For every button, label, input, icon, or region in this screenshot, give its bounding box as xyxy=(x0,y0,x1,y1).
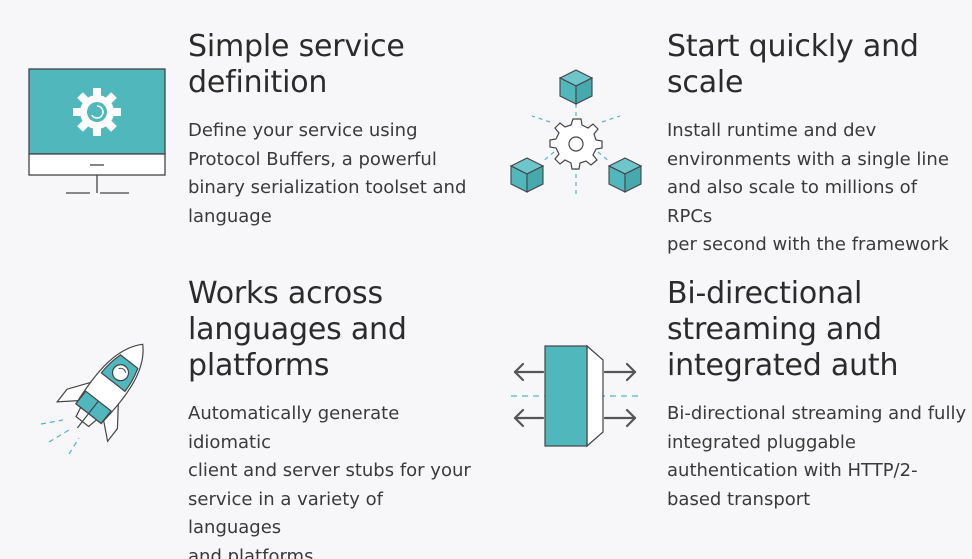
rocket-icon xyxy=(35,330,165,460)
feature-text: Simple service definition Define your se… xyxy=(188,29,478,231)
feature-works-across-languages: Works across languages and platforms Aut… xyxy=(0,260,480,559)
feature-text: Works across languages and platforms Aut… xyxy=(188,276,478,559)
bidirectional-arrows-icon xyxy=(505,340,645,455)
feature-description: Install runtime and dev environments wit… xyxy=(667,120,949,255)
feature-description: Bi-directional streaming and fully integ… xyxy=(667,403,967,510)
feature-bidirectional-streaming: Bi-directional streaming and integrated … xyxy=(480,260,972,559)
cubes-gear-icon xyxy=(502,64,672,204)
feature-text: Bi-directional streaming and integrated … xyxy=(667,276,967,514)
feature-title: Start quickly and scale xyxy=(667,29,919,100)
feature-simple-service-definition: Simple service definition Define your se… xyxy=(0,0,480,260)
monitor-gear-icon xyxy=(28,68,168,198)
feature-title: Bi-directional streaming and integrated … xyxy=(667,276,899,383)
feature-start-quickly-and-scale: Start quickly and scale Install runtime … xyxy=(480,0,972,260)
feature-description: Define your service using Protocol Buffe… xyxy=(188,120,467,227)
feature-title: Simple service definition xyxy=(188,29,405,100)
feature-text: Start quickly and scale Install runtime … xyxy=(667,29,967,260)
feature-title: Works across languages and platforms xyxy=(188,276,407,383)
feature-description: Automatically generate idiomatic client … xyxy=(188,403,471,559)
